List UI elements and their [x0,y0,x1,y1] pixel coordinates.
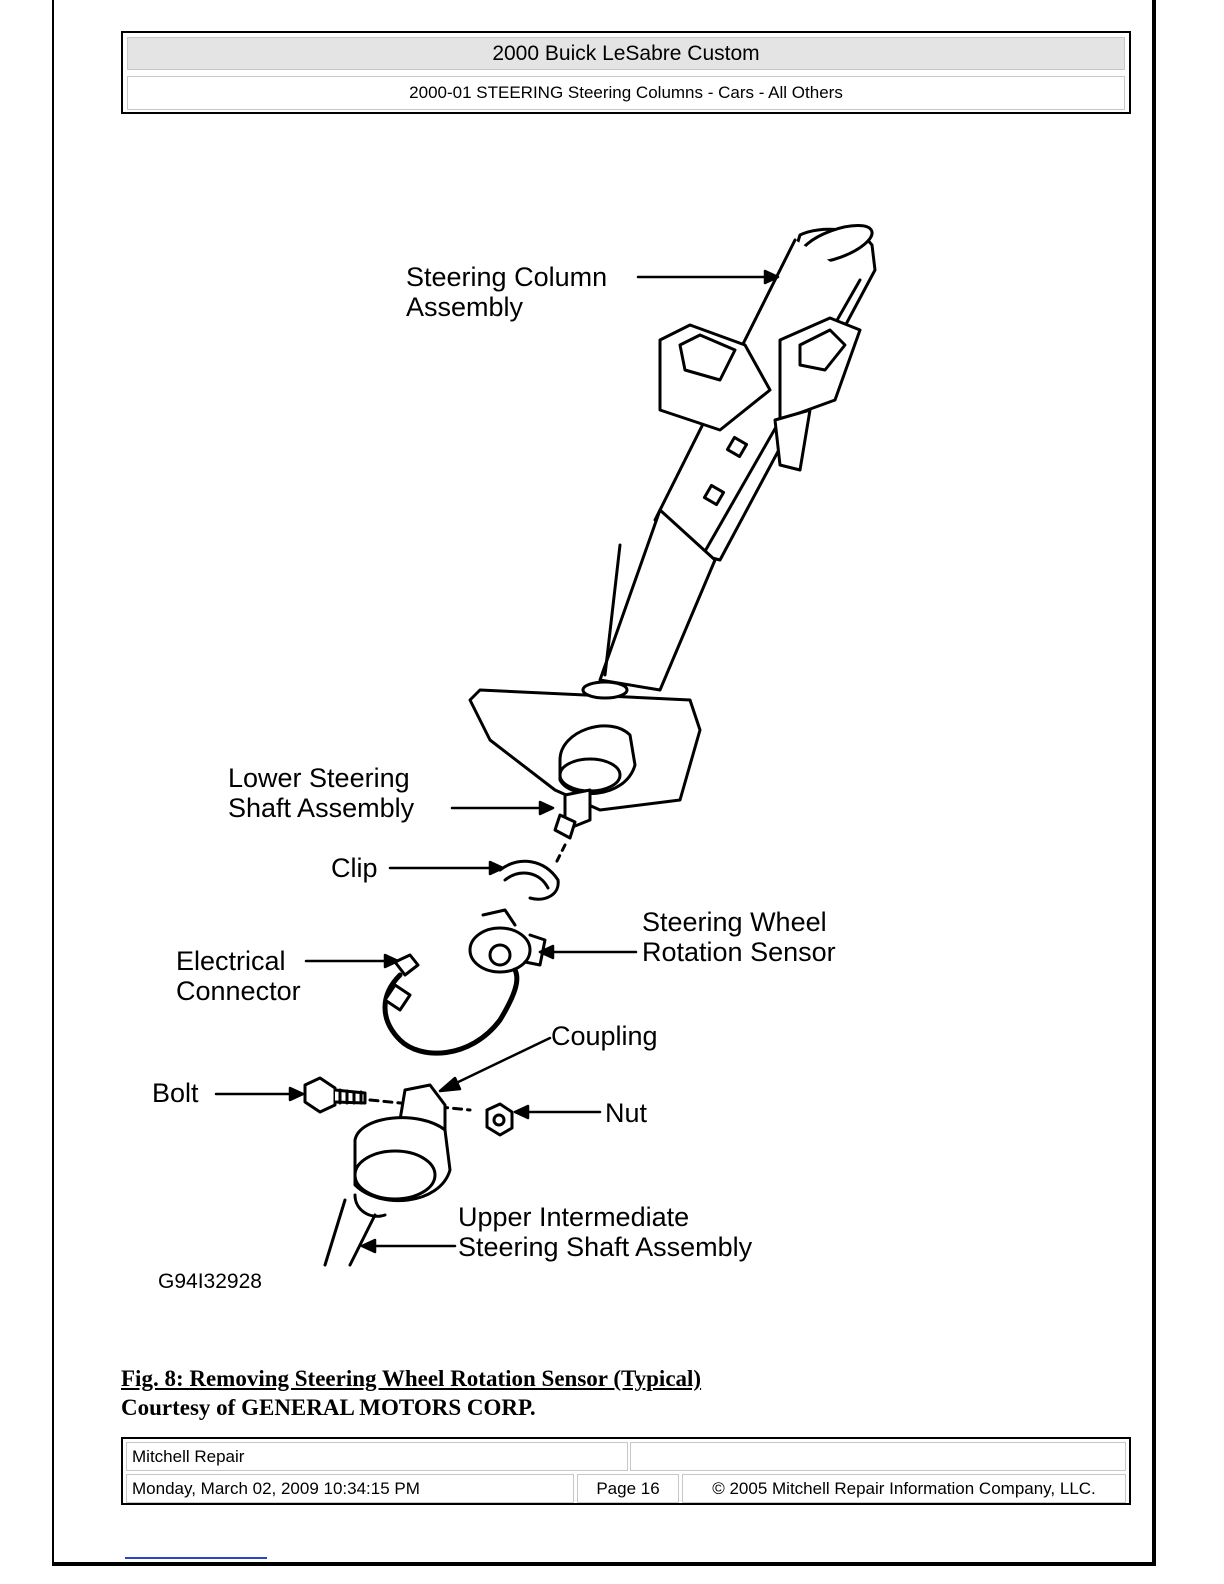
steering-column-diagram: Steering Column Assembly Lower Steering … [140,210,900,1310]
label-rotation-sensor: Steering Wheel Rotation Sensor [642,907,836,967]
footer-datetime: Monday, March 02, 2009 10:34:15 PM [126,1474,574,1503]
footer-source: Mitchell Repair [126,1442,628,1471]
electrical-connector-part [382,953,520,1056]
nut-part [485,1102,514,1137]
label-clip: Clip [331,853,378,883]
label-steering-column-assembly: Steering Column Assembly [406,262,608,322]
footer-empty-cell [630,1442,1126,1471]
exploded-view-illustration [214,224,877,1267]
document-header: 2000 Buick LeSabre Custom 2000-01 STEERI… [121,31,1131,114]
caption-title: Fig. 8: Removing Steering Wheel Rotation… [121,1366,702,1391]
footer-page: Page 16 [577,1474,679,1503]
leader-arrows [214,269,780,1254]
steering-column-body [468,224,877,867]
section-subtitle: 2000-01 STEERING Steering Columns - Cars… [127,76,1125,110]
figure-code: G94I32928 [158,1270,262,1293]
rotation-sensor-part [468,908,547,974]
label-lower-steering-shaft: Lower Steering Shaft Assembly [228,763,415,823]
label-upper-intermediate-shaft: Upper Intermediate Steering Shaft Assemb… [458,1202,753,1262]
bolt-part [303,1076,367,1114]
label-electrical-connector: Electrical Connector [176,946,301,1006]
figure-caption: Fig. 8: Removing Steering Wheel Rotation… [121,1364,701,1422]
label-bolt: Bolt [152,1078,199,1108]
caption-courtesy: Courtesy of GENERAL MOTORS CORP. [121,1395,536,1420]
footer-copyright: © 2005 Mitchell Repair Information Compa… [682,1474,1126,1503]
label-coupling: Coupling [551,1021,658,1051]
clip-part [498,859,560,901]
coupling-part [323,1083,452,1267]
vehicle-title: 2000 Buick LeSabre Custom [127,37,1125,70]
document-footer: Mitchell Repair Monday, March 02, 2009 1… [121,1437,1131,1505]
page-frame [52,0,1156,1566]
bottom-link-underline[interactable] [125,1557,267,1559]
label-nut: Nut [605,1098,648,1128]
